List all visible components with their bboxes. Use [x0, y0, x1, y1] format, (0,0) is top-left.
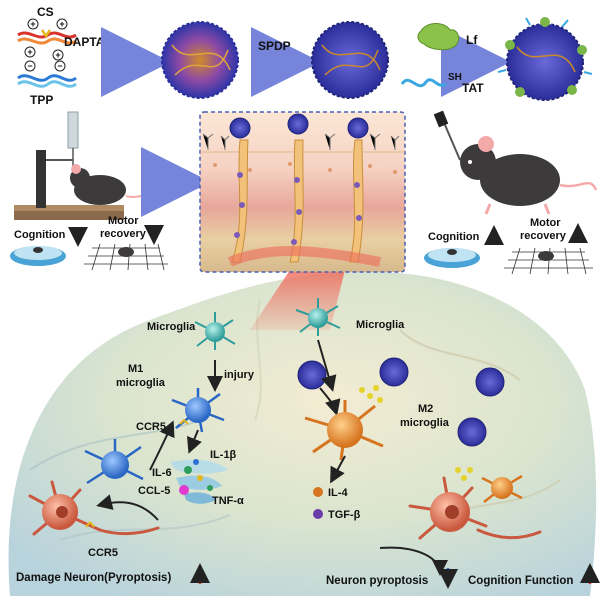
ccl5-dot [179, 485, 189, 495]
left-motor-grid [84, 243, 168, 271]
microglia-icon [295, 298, 341, 336]
svg-text:+: + [30, 19, 35, 29]
m1-label-2: microglia [116, 377, 166, 389]
cs-label: CS [37, 5, 54, 19]
nanoparticle-icon [297, 357, 505, 447]
microglia-right-label: Microglia [356, 319, 405, 331]
svg-text:−: − [57, 61, 62, 71]
left-cognition-label: Cognition [14, 229, 66, 241]
lf-protein-icon [417, 23, 460, 51]
nanoparticle-core-icon [161, 21, 239, 99]
left-motor-label-1: Motor [108, 215, 139, 227]
ccl5-label: CCL-5 [138, 485, 170, 497]
svg-text:+: + [27, 47, 32, 57]
recruit-arrow [149, 420, 175, 471]
spdp-label: SPDP [258, 39, 291, 53]
neuron-icon [408, 476, 542, 540]
lf-ligand-cluster [359, 385, 473, 481]
right-motor-label-2: recovery [520, 230, 567, 242]
m1-microglia-icon [84, 439, 144, 485]
ccr5-top-label: CCR5 [136, 421, 166, 433]
mouse-icon [70, 164, 157, 205]
left-cognition-dish [10, 246, 66, 266]
il1b-label: IL-1β [210, 449, 237, 461]
m1-microglia-icon [171, 388, 225, 433]
nanoparticle-spdp-icon [311, 21, 389, 99]
right-motor-label-1: Motor [530, 217, 561, 229]
left-mouse-injury-model [14, 111, 157, 220]
il4-dot [313, 487, 323, 497]
right-mouse-recovered [433, 110, 598, 215]
neuron-pyroptosis-label: Neuron pyroptosis [326, 575, 428, 587]
left-motor-label-2: recovery [100, 228, 147, 240]
m2-label-1: M2 [418, 403, 433, 415]
m2-microglia-icon [481, 474, 523, 503]
nanoparticle-functionalized-icon [497, 17, 593, 101]
cytokine-vortex [170, 459, 228, 504]
ccr5-bottom-label: CCR5 [88, 547, 118, 559]
chemokine-arrow [96, 494, 159, 521]
svg-text:+: + [59, 19, 64, 29]
tgfb-label: TGF-β [328, 509, 361, 521]
synthesis-row: + + + + CS DAPTA − − TPP SPDP [17, 5, 593, 107]
right-cognition-dish [424, 248, 480, 268]
svg-text:−: − [27, 61, 32, 71]
right-cognition-label: Cognition [428, 231, 480, 243]
svg-text:+: + [55, 50, 60, 60]
m2-microglia-icon [304, 400, 384, 461]
microglia-icon [194, 312, 236, 350]
secretion-arrow-m2 [330, 455, 346, 484]
tat-label: TAT [462, 81, 484, 95]
tnfa-label: TNF-α [212, 495, 244, 507]
cognition-function-label: Cognition Function [468, 575, 573, 587]
nanoparticle-icon [229, 113, 369, 139]
mouse-icon [460, 136, 598, 215]
il4-label: IL-4 [328, 487, 348, 499]
pyroptosis-arrow [379, 546, 448, 576]
microglia-left-label: Microglia [147, 321, 196, 333]
polarize-arrow [317, 339, 337, 392]
right-motor-grid [504, 247, 593, 275]
il6-label: IL-6 [152, 467, 172, 479]
injury-label: injury [224, 369, 255, 381]
sh-label: SH [448, 72, 462, 83]
tpp-strand: − − [17, 60, 77, 88]
damage-neuron-label: Damage Neuron(Pyroptosis) [16, 572, 171, 584]
tgfb-dot [313, 509, 323, 519]
dapta-label: DAPTA [64, 35, 105, 49]
m2-label-2: microglia [400, 417, 450, 429]
lf-label: Lf [466, 33, 478, 47]
tat-peptide-icon [400, 78, 447, 88]
secretion-arrow [187, 429, 202, 454]
neuron-icon [28, 480, 160, 536]
m1-label-1: M1 [128, 363, 143, 375]
tpp-label: TPP [30, 93, 53, 107]
cs-chitosan-strands: + + + + [17, 18, 77, 61]
